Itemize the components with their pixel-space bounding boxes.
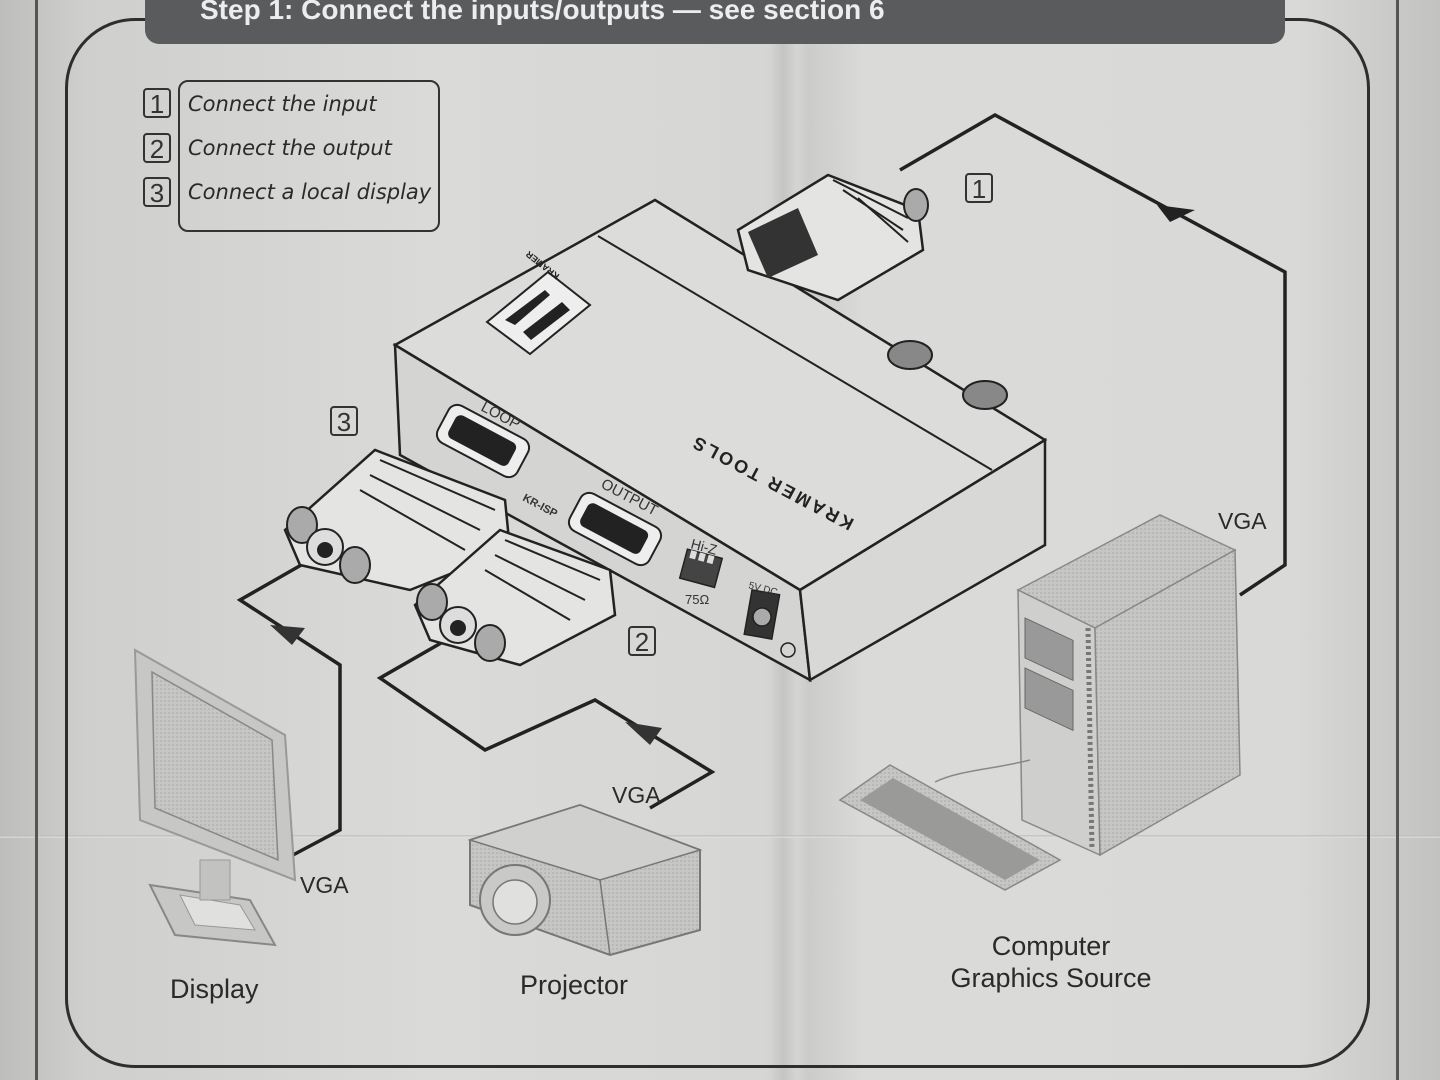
callout-step-2: 2 [628, 626, 656, 656]
vga-plug-output [413, 528, 617, 667]
computer-source-label: Computer Graphics Source [936, 930, 1166, 994]
computer-source-label-line2: Graphics Source [950, 963, 1152, 993]
display-monitor-icon [133, 648, 297, 947]
step-header: Step 1: Connect the inputs/outputs — see… [145, 0, 1285, 44]
power-polarity-icon [780, 642, 796, 658]
computer-source-label-line1: Computer [991, 931, 1111, 961]
legend-item-connect-display: Connect a local display [188, 180, 432, 204]
legend-box: Connect the input Connect the output Con… [178, 80, 440, 232]
legend-item-connect-output: Connect the output [188, 136, 392, 160]
step-title: Step 1: Connect the inputs/outputs — see… [200, 0, 885, 25]
keyboard-icon [838, 759, 1062, 891]
legend-number-1: 1 [143, 88, 171, 118]
kramer-logo-icon [485, 270, 592, 356]
arrow-display-direction [270, 625, 305, 645]
projector-icon [467, 803, 703, 957]
legend-item-connect-input: Connect the input [188, 92, 377, 116]
legend-number-2: 2 [143, 133, 171, 163]
cable-source-to-input [899, 112, 1287, 597]
cable-label-projector-vga: VGA [612, 782, 661, 808]
termination-switch [678, 548, 724, 589]
output-port [567, 491, 663, 567]
arrow-input-direction [1157, 205, 1195, 222]
page-border-left [35, 0, 38, 1080]
device-hiz-label: Hi-Z [689, 535, 719, 557]
arrow-output-direction [625, 722, 662, 745]
callout-step-3: 3 [330, 406, 358, 436]
legend-number-3: 3 [143, 177, 171, 207]
computer-tower-icon [1016, 514, 1241, 857]
loop-port [435, 403, 531, 479]
paper-fold-horizontal [0, 835, 1440, 838]
device-75ohm-label: 75Ω [685, 592, 709, 607]
cable-label-source-vga: VGA [1218, 508, 1267, 534]
callout-step-1: 1 [965, 173, 993, 203]
kramer-device [392, 198, 1048, 683]
display-label: Display [170, 974, 259, 1004]
cable-output-to-projector [376, 633, 716, 810]
page-border-right [1396, 0, 1399, 1080]
vga-plug-input [736, 173, 929, 302]
projector-label: Projector [520, 970, 629, 1000]
power-jack [743, 589, 796, 658]
cable-loop-to-display [236, 558, 342, 857]
cable-label-display-vga: VGA [300, 872, 349, 898]
